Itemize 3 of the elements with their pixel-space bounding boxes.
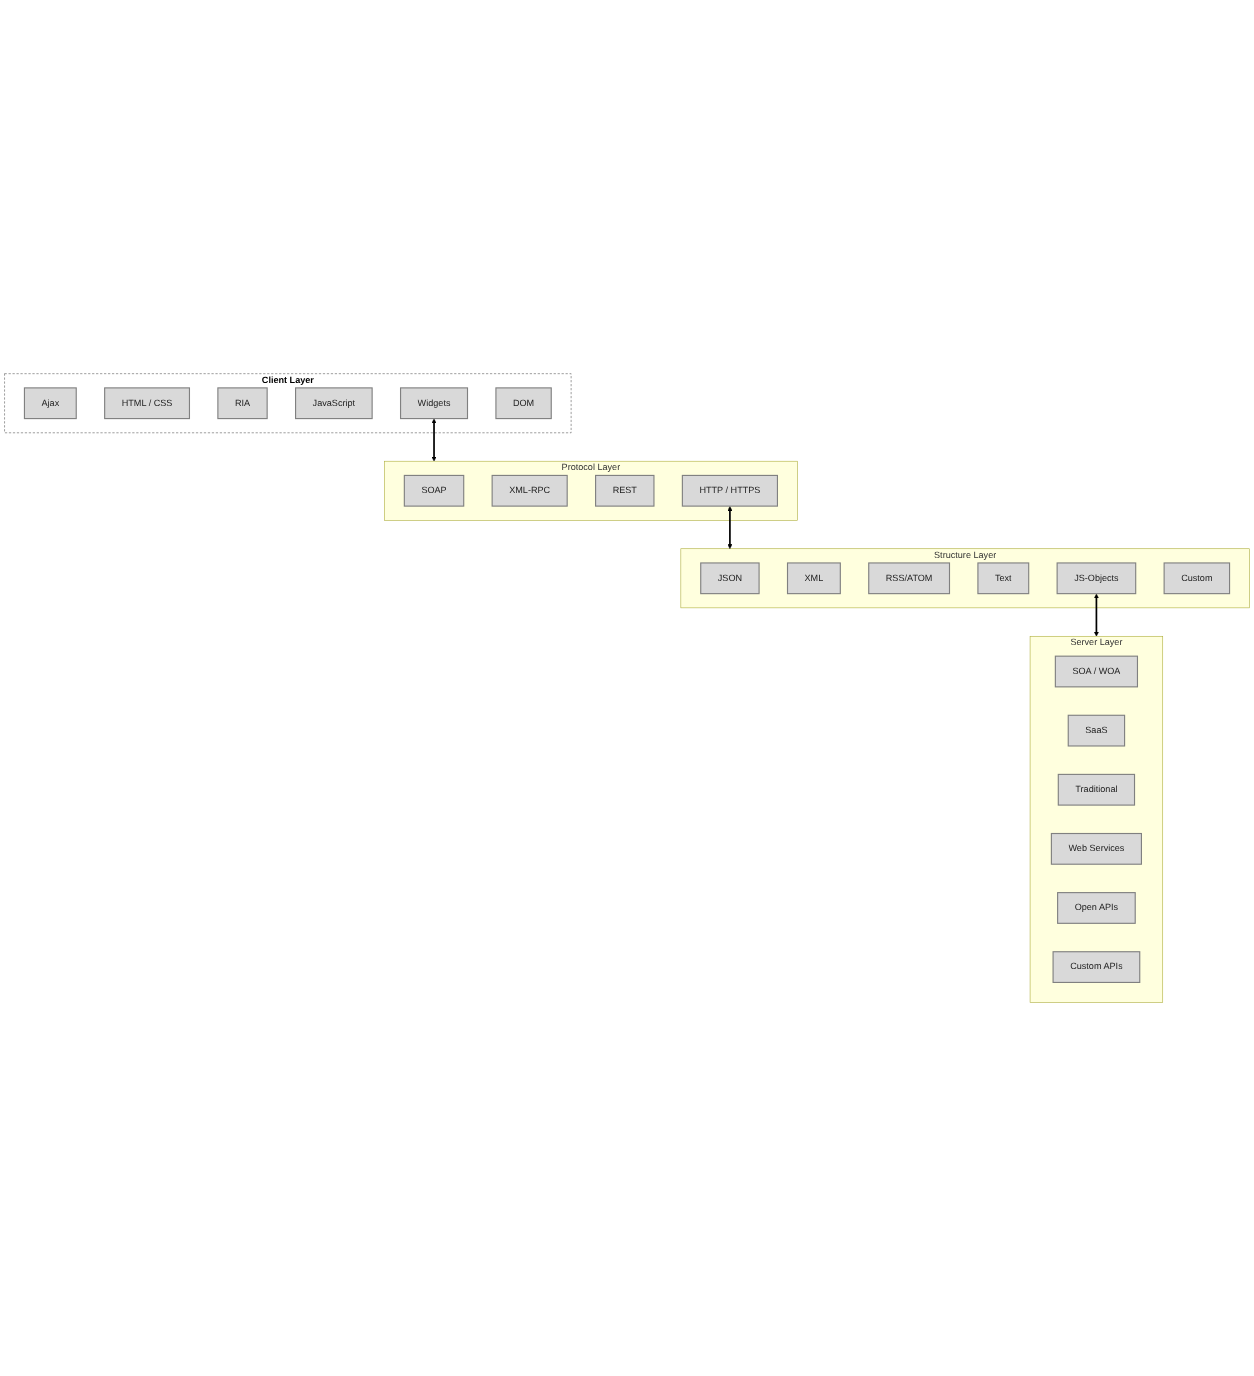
arrow [727,506,733,549]
arrow [431,418,437,462]
arrow [1093,593,1099,637]
